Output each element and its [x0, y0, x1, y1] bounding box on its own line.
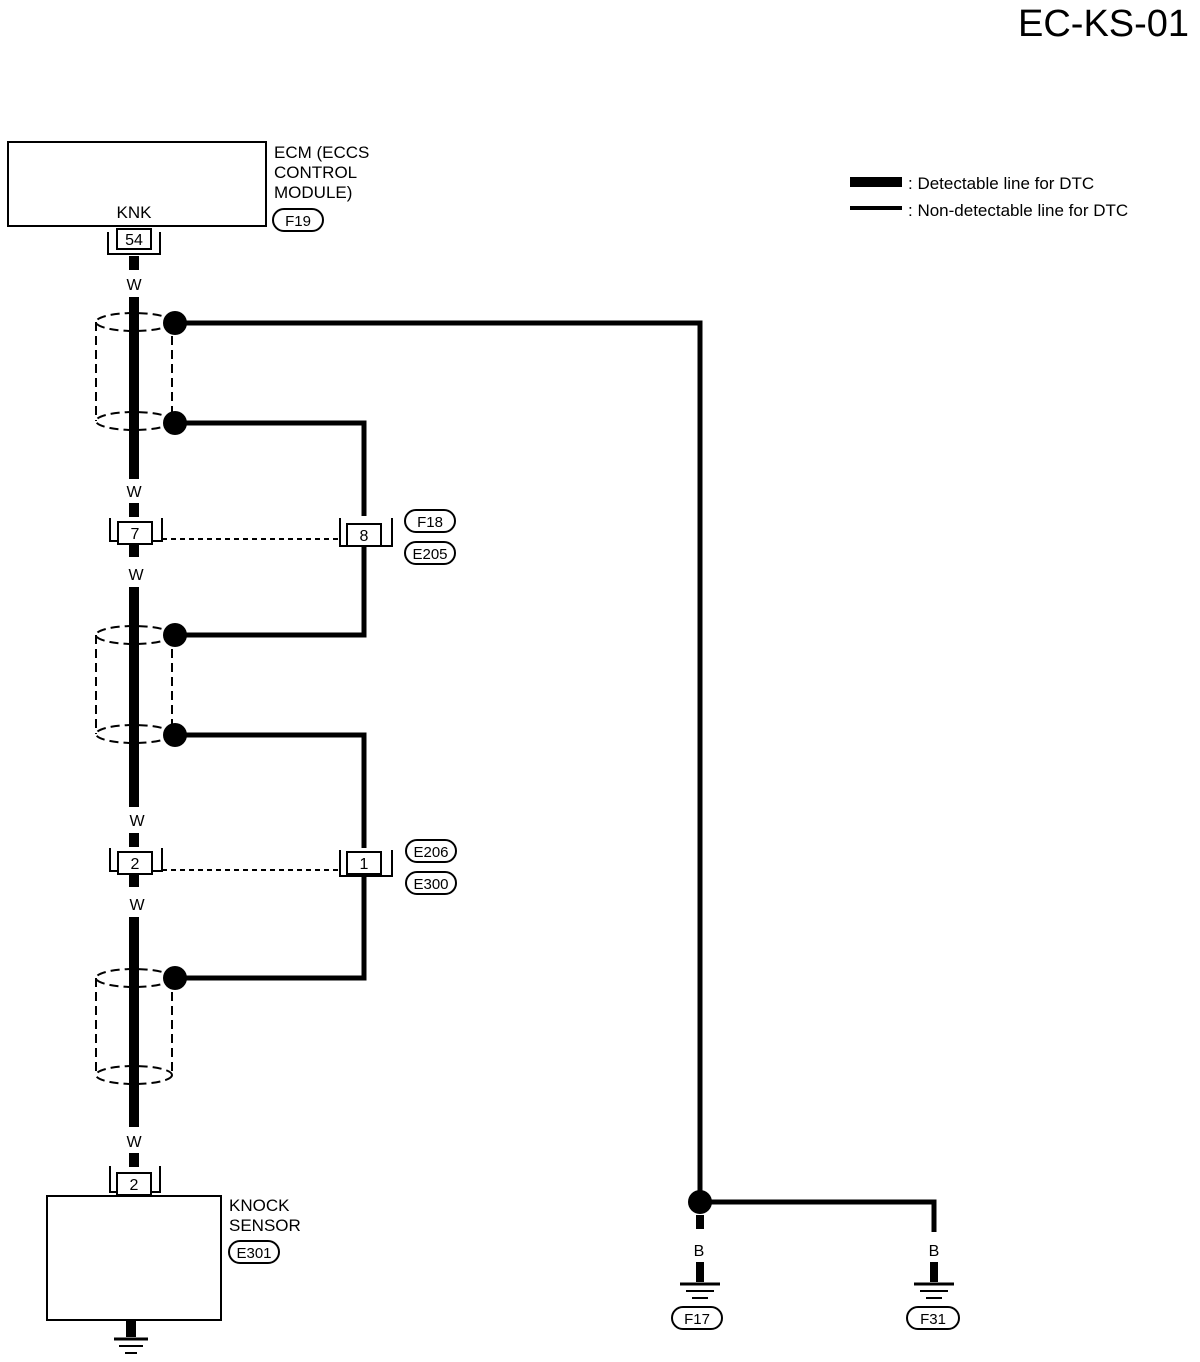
ecm-terminal-number: 54 — [125, 232, 143, 249]
signal-wire-segment — [129, 875, 139, 887]
splice-points — [163, 311, 712, 1214]
wire-color-label: W — [129, 813, 145, 830]
ecm-name-line-2: CONTROL — [274, 163, 357, 182]
shield-drain-sensor — [175, 876, 367, 981]
ground-splice-dot — [688, 1190, 712, 1214]
wire-color-label: W — [126, 277, 142, 294]
joint-2-right-pin: 1 — [360, 856, 369, 873]
joint-2-connector-badge — [405, 839, 457, 863]
joint-1-connector-badge — [404, 509, 456, 533]
splice-dot — [163, 623, 187, 647]
wire-color-label: W — [126, 484, 142, 501]
ground-f31: B F31 — [906, 1243, 960, 1330]
joint-1-connector-badge — [404, 541, 456, 565]
ground-branch-wire — [700, 1199, 937, 1232]
joint-2-connector-id: E300 — [413, 876, 448, 893]
knock-sensor-name-line-1: KNOCK — [229, 1196, 290, 1215]
ecm: ECM (ECCS CONTROL MODULE) F19 KNK 54 — [7, 141, 369, 255]
joint-1-right-pin-box — [346, 523, 382, 547]
splice-dot — [163, 723, 187, 747]
ground-wire-segment — [696, 1215, 704, 1229]
joint-1-right-pin: 8 — [360, 528, 369, 545]
wire-color-label: W — [128, 567, 144, 584]
knock-sensor-terminal-number: 2 — [130, 1177, 139, 1194]
signal-wire-segment — [129, 587, 139, 807]
ground-f31-badge — [906, 1306, 960, 1330]
signal-wire-segment — [129, 256, 139, 270]
ecm-name-line-3: MODULE) — [274, 183, 352, 202]
splice-dot — [163, 411, 187, 435]
signal-wire-segment — [129, 917, 139, 1127]
ground-f31-id: F31 — [920, 1311, 946, 1328]
ecm-connector-badge — [272, 208, 324, 232]
ecm-name-line-1: ECM (ECCS — [274, 143, 369, 162]
legend-thick-line — [850, 177, 902, 187]
joint-1-connector-id: F18 — [417, 514, 443, 531]
shield-drain-to-ground — [175, 320, 703, 1202]
legend-detectable-label: : Detectable line for DTC — [908, 174, 1094, 193]
ground-f17-id: F17 — [684, 1311, 710, 1328]
signal-wire-segment — [129, 297, 139, 479]
knock-sensor-box — [46, 1195, 222, 1321]
signal-wire-segment — [129, 545, 139, 557]
knock-sensor-ground-wire — [126, 1321, 136, 1337]
joint-2-right-pin-box — [346, 851, 382, 875]
wire-color-label: B — [929, 1243, 940, 1260]
joint-1-connector-id: E205 — [412, 546, 447, 563]
signal-wire: W W W W W W — [126, 256, 145, 1167]
joint-2-left-pin-box — [117, 851, 153, 875]
splice-dot — [163, 311, 187, 335]
joint-2-connector-badge — [405, 871, 457, 895]
joint-connector-2: 2 1 E206 E300 — [109, 839, 457, 895]
shield-drain-upper — [175, 420, 367, 516]
knock-sensor: 2 KNOCK SENSOR E301 — [46, 1166, 301, 1354]
knock-sensor-connector-id: E301 — [236, 1245, 271, 1262]
ecm-terminal-box — [116, 228, 152, 250]
ground-f17: B F17 — [671, 1215, 723, 1330]
joint-2-connector-id: E206 — [413, 844, 448, 861]
joint-connector-1: 7 8 F18 E205 — [109, 509, 456, 565]
joint-1-left-pin-box — [117, 521, 153, 545]
wire-color-label: W — [126, 1134, 142, 1151]
ground-wire-segment — [930, 1262, 938, 1282]
knock-sensor-name-line-2: SENSOR — [229, 1216, 301, 1235]
shield-drain-wires — [175, 320, 937, 1232]
shield-drain-middle — [175, 546, 367, 638]
signal-wire-segment — [129, 1153, 139, 1167]
joint-1-left-pin: 7 — [131, 526, 140, 543]
signal-wire-segment — [129, 833, 139, 847]
legend-thin-line — [850, 206, 902, 210]
joint-2-right-bracket — [339, 850, 393, 877]
signal-wire-segment — [129, 503, 139, 517]
wire-color-label: B — [694, 1243, 705, 1260]
page-title: EC-KS-01 — [1018, 3, 1189, 45]
joint-2-left-pin: 2 — [131, 856, 140, 873]
splice-dot — [163, 966, 187, 990]
legend: : Detectable line for DTC : Non-detectab… — [850, 174, 1128, 220]
ecm-connector-id: F19 — [285, 213, 311, 230]
ecm-box — [7, 141, 267, 227]
ecm-terminal-bracket — [107, 232, 161, 255]
shield-drain-lower — [175, 732, 367, 848]
ecm-terminal-name: KNK — [117, 203, 153, 222]
wire-color-label: W — [129, 897, 145, 914]
ground-wire-segment — [696, 1262, 704, 1282]
knock-sensor-connector-badge — [228, 1240, 280, 1264]
legend-non-detectable-label: : Non-detectable line for DTC — [908, 201, 1128, 220]
ground-f17-badge — [671, 1306, 723, 1330]
